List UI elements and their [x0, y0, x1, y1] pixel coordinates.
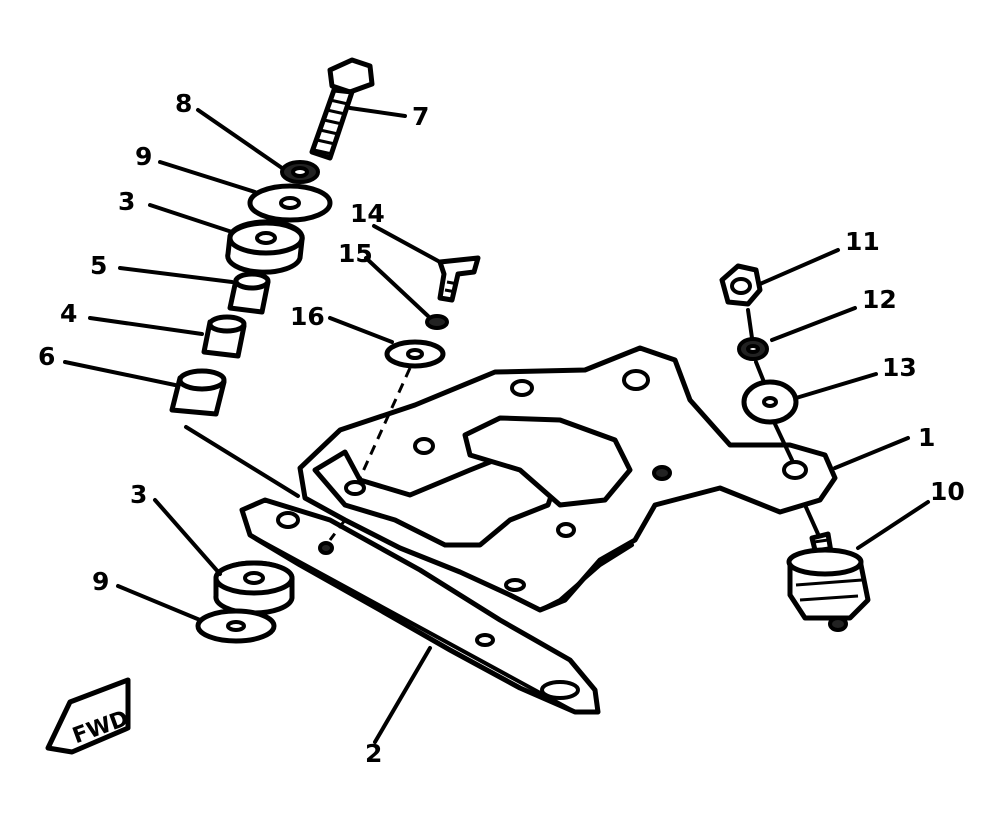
alignment-line-right [746, 308, 794, 462]
bushing-4 [201, 314, 247, 359]
alignment-line-center [358, 367, 412, 479]
lock-washer-15 [425, 314, 449, 330]
callout-13: 13 [882, 353, 917, 382]
alignment-line-left [184, 425, 300, 498]
washer-9-top [247, 183, 333, 223]
washer-9-bottom [195, 608, 277, 644]
callouts: 1 2 3 3 4 5 6 7 8 9 9 10 11 12 13 14 15 … [38, 89, 965, 768]
callout-8: 8 [175, 89, 192, 118]
washer-16 [384, 339, 446, 369]
leader-lines [63, 106, 930, 744]
bracket-plate [297, 345, 838, 613]
callout-2: 2 [365, 739, 382, 768]
callout-3-top: 3 [118, 187, 135, 216]
callout-4: 4 [60, 299, 77, 328]
callout-11: 11 [845, 227, 880, 256]
damper-10 [786, 503, 871, 632]
screw-14 [437, 255, 481, 303]
fwd-arrow-icon: FWD [45, 677, 132, 755]
callout-3-bottom: 3 [130, 480, 147, 509]
callout-16: 16 [290, 302, 325, 331]
callout-15: 15 [338, 239, 373, 268]
callout-9-top: 9 [135, 142, 152, 171]
callout-6: 6 [38, 342, 55, 371]
collar-3-bottom [213, 560, 295, 616]
bushing-6 [169, 368, 227, 417]
rail-bar [239, 497, 601, 715]
callout-14: 14 [350, 199, 385, 228]
washer-13 [741, 379, 799, 425]
callout-5: 5 [90, 251, 107, 280]
collar-3-top [225, 219, 305, 275]
callout-10: 10 [930, 477, 965, 506]
nut-11 [719, 263, 763, 307]
bushing-5 [227, 271, 271, 315]
bolt-7 [309, 57, 375, 161]
callout-7: 7 [412, 102, 429, 131]
callout-1: 1 [918, 423, 935, 452]
callout-9-bottom: 9 [92, 567, 109, 596]
callout-12: 12 [862, 285, 897, 314]
